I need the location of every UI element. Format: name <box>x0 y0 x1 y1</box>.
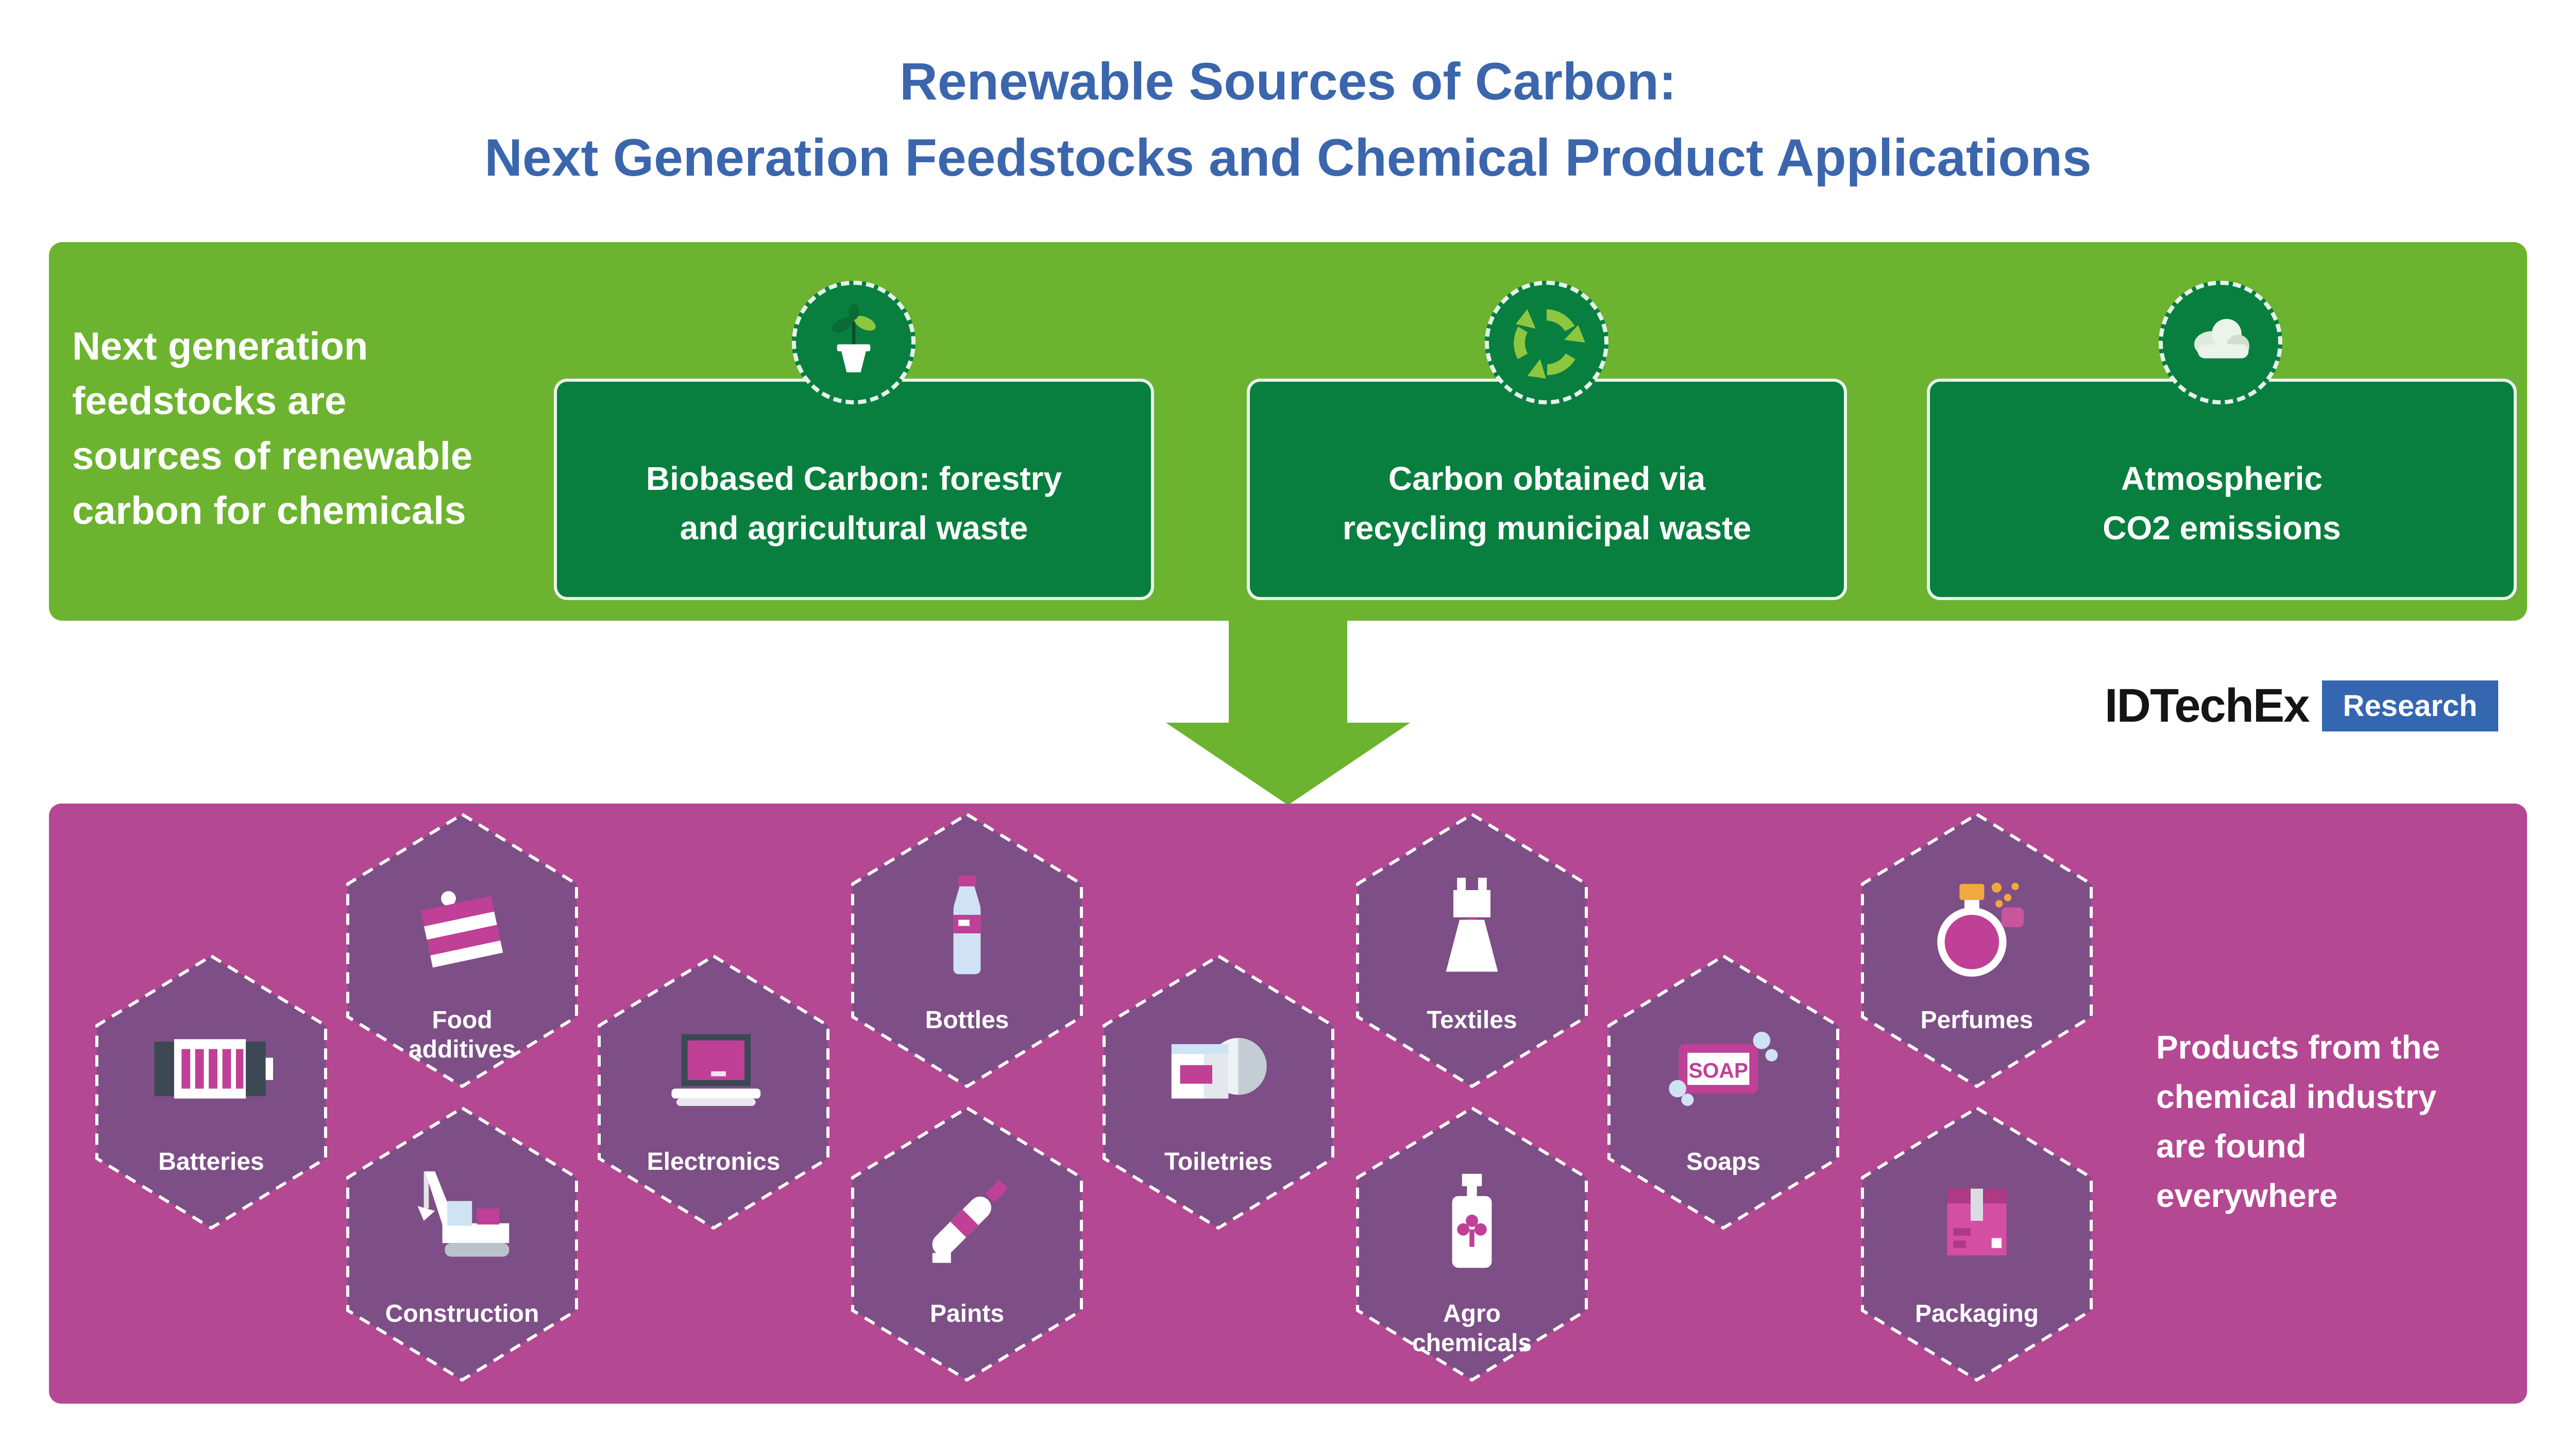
product-label: Textiles <box>1427 1007 1517 1034</box>
feedstock-box-recycled: Carbon obtained via recycling municipal … <box>1247 379 1847 600</box>
feedstock-label-line: Carbon obtained via <box>1388 460 1706 497</box>
paint-roller-icon <box>932 1180 1008 1263</box>
product-label: Construction <box>385 1300 539 1327</box>
product-label: Soaps <box>1686 1148 1761 1175</box>
feedstock-box-label: Carbon obtained via recycling municipal … <box>1265 454 1828 553</box>
potted-plant-icon <box>832 304 876 372</box>
feedstock-label-line: and agricultural waste <box>680 509 1028 547</box>
excavator-icon <box>417 1171 510 1257</box>
recycle-icon <box>1503 309 1585 386</box>
toiletries-icon <box>1171 1038 1267 1099</box>
feedstock-box-label: Atmospheric CO2 emissions <box>1945 454 2498 553</box>
feedstock-label-line: CO2 emissions <box>2103 509 2341 547</box>
down-arrow-icon <box>1166 723 1410 805</box>
product-label: Packaging <box>1914 1300 2039 1327</box>
product-hex-batteries: Batteries <box>88 953 335 1231</box>
atmospheric-circle <box>2159 281 2282 404</box>
feedstock-label-line: Atmospheric <box>2121 460 2323 497</box>
product-label: Perfumes <box>1920 1007 2033 1034</box>
spray-bottle-icon <box>1452 1173 1492 1268</box>
product-label: Paints <box>929 1300 1005 1327</box>
products-caption-line: everywhere <box>2156 1177 2338 1214</box>
brand-division-badge: Research <box>2322 680 2498 731</box>
banner-intro-line: sources of renewable <box>72 434 473 478</box>
feedstock-label-line: Biobased Carbon: forestry <box>646 460 1062 497</box>
product-label: Food additives <box>408 1007 516 1063</box>
product-hex-construction: Construction <box>338 1105 586 1383</box>
banner-intro-line: feedstocks are <box>72 379 347 423</box>
brand-name: IDTechEx <box>2105 679 2310 732</box>
product-hex-agrochemicals: Agro chemicals <box>1348 1105 1596 1383</box>
products-caption-line: chemical industry <box>2156 1078 2437 1115</box>
battery-icon <box>154 1039 273 1099</box>
cake-icon <box>420 891 503 968</box>
products-caption-line: Products from the <box>2156 1029 2441 1066</box>
brand-logo: IDTechEx Research <box>2105 679 2498 733</box>
product-hex-packaging: Packaging <box>1853 1105 2100 1383</box>
product-hex-paints: Paints <box>843 1105 1091 1383</box>
product-hex-perfumes: Perfumes <box>1853 811 2100 1089</box>
page-title-line1: Renewable Sources of Carbon: <box>900 52 1676 111</box>
product-hex-textiles: Textiles <box>1348 811 1596 1089</box>
soap-bar-text: SOAP <box>1689 1059 1749 1082</box>
product-hex-toiletries: Toiletries <box>1095 953 1342 1231</box>
banner-intro-text: Next generation feedstocks are sources o… <box>72 319 577 539</box>
banner-intro-line: carbon for chemicals <box>72 489 466 533</box>
page-title-line2: Next Generation Feedstocks and Chemical … <box>484 128 2092 187</box>
perfume-icon <box>1937 882 2024 977</box>
product-hex-bottles: Bottles <box>843 811 1091 1089</box>
product-label: Agro chemicals <box>1412 1300 1532 1357</box>
soap-icon: SOAP <box>1669 1032 1778 1106</box>
product-label: Electronics <box>647 1148 781 1175</box>
products-caption: Products from the chemical industry are … <box>2156 1022 2512 1220</box>
cloud-icon <box>2194 319 2250 359</box>
page-title: Renewable Sources of Carbon: Next Genera… <box>0 44 2576 196</box>
dress-icon <box>1446 878 1498 972</box>
package-icon <box>1947 1188 2007 1256</box>
biobased-circle <box>792 281 916 404</box>
feedstock-box-atmospheric: Atmospheric CO2 emissions <box>1927 379 2517 600</box>
down-arrow-stem <box>1229 621 1347 724</box>
laptop-icon <box>671 1034 761 1106</box>
product-label: Batteries <box>158 1148 264 1175</box>
product-label: Bottles <box>925 1007 1009 1034</box>
product-hex-electronics: Electronics <box>590 953 837 1231</box>
bottle-icon <box>953 875 981 975</box>
feedstock-box-label: Biobased Carbon: forestry and agricultur… <box>572 454 1136 553</box>
product-hex-food-additives: Food additives <box>338 811 586 1089</box>
banner-intro-line: Next generation <box>72 325 368 368</box>
product-label: Toiletries <box>1164 1148 1273 1175</box>
feedstock-box-biobased: Biobased Carbon: forestry and agricultur… <box>554 379 1154 600</box>
product-hex-soaps: SOAP Soaps <box>1600 953 1847 1231</box>
recycled-circle <box>1485 281 1608 404</box>
products-caption-line: are found <box>2156 1128 2307 1165</box>
feedstock-label-line: recycling municipal waste <box>1342 509 1752 547</box>
